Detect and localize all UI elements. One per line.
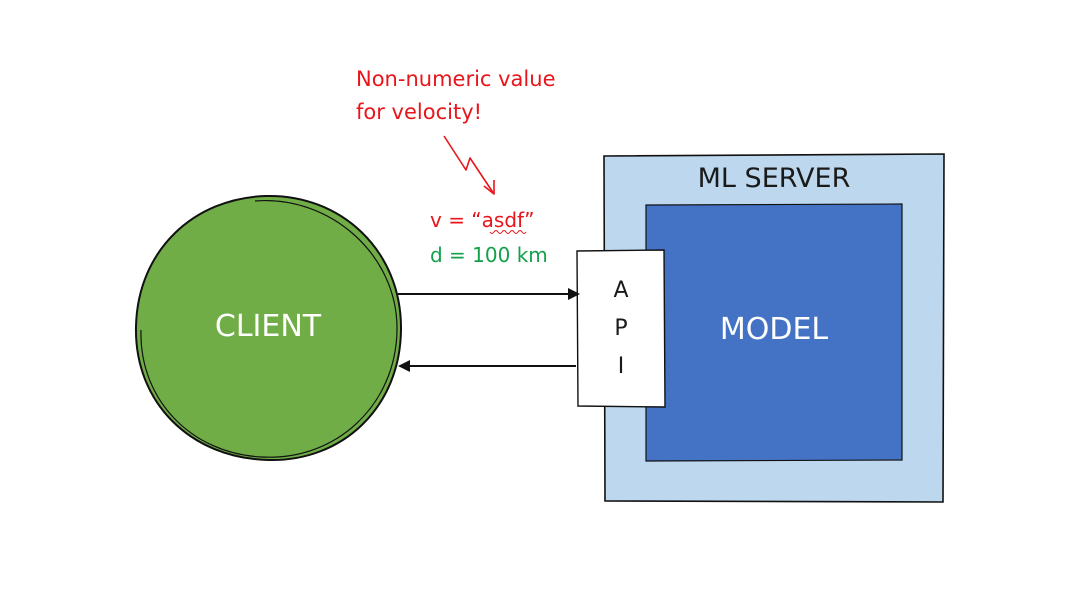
api-box: [576, 249, 666, 408]
client-node: CLIENT: [134, 194, 403, 462]
spellcheck-squiggle: [489, 230, 527, 234]
client-circle: [134, 194, 403, 462]
request-payload: v = “asdf” d = 100 km: [430, 208, 548, 267]
api-letter-a: A: [613, 278, 628, 303]
distance-value: d = 100 km: [430, 243, 548, 267]
annotation-line-1: Non-numeric value: [356, 67, 556, 91]
client-label: CLIENT: [215, 309, 322, 344]
ml-server-node: ML SERVER MODEL: [603, 153, 945, 503]
api-node: A P I: [576, 249, 666, 408]
annotation-line-2: for velocity!: [356, 100, 482, 124]
response-arrow: [398, 360, 576, 372]
api-letter-p: P: [614, 316, 627, 341]
zigzag-arrow: [443, 135, 495, 195]
model-label: MODEL: [720, 312, 829, 347]
zigzag-arrowhead: [483, 180, 495, 195]
request-arrow: [398, 288, 580, 300]
ml-server-label: ML SERVER: [698, 163, 851, 194]
client-circle-sketch-stroke: [140, 200, 398, 458]
velocity-value: v = “asdf”: [430, 208, 534, 232]
error-annotation: Non-numeric value for velocity!: [356, 67, 556, 195]
api-letter-i: I: [618, 354, 625, 379]
